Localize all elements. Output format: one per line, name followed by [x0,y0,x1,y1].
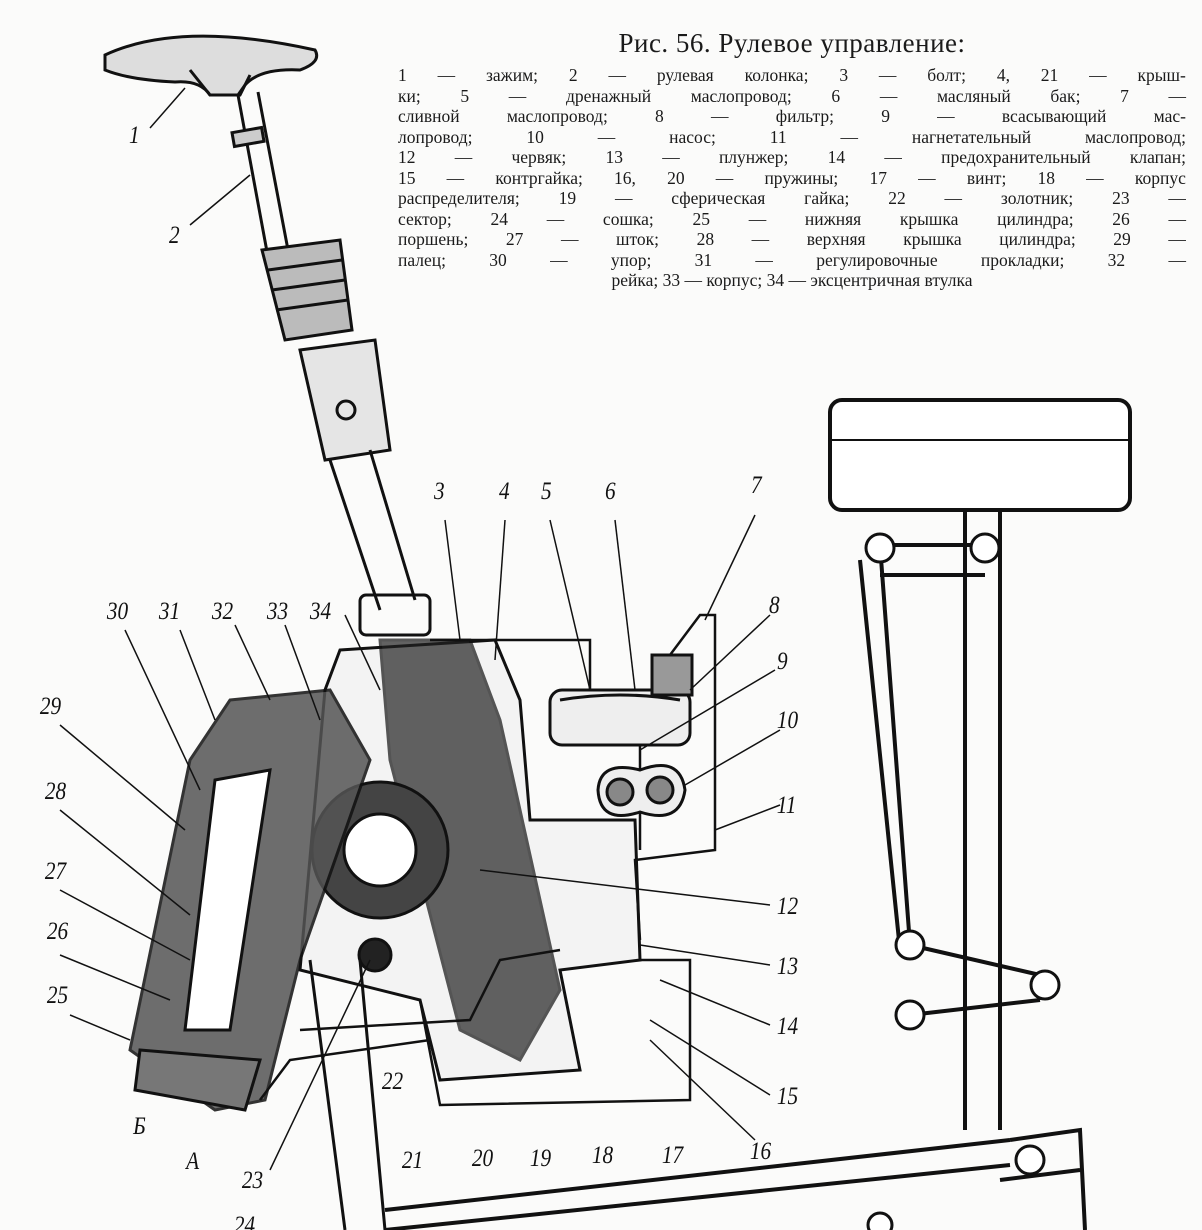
part-label: 27 [44,858,67,885]
part-label: Б [133,1113,146,1140]
part-label: 3 [433,478,445,505]
part-label: 2 [168,222,180,249]
caption-line: 15—контргайка;16,20—пружины;17—винт;18—к… [398,167,1186,188]
part-label: А [186,1148,200,1175]
part-label: 1 [128,122,140,149]
part-label: 20 [471,1145,494,1172]
leader-lines [59,87,781,1171]
part-label: 17 [661,1142,684,1169]
part-label: 29 [39,693,62,720]
figure-caption: Рис. 56. Рулевое управление: 1—зажим;2—р… [398,28,1186,291]
part-label: 23 [241,1167,264,1194]
front-wheel-linkage [384,398,1132,1230]
part-label: 6 [604,478,616,505]
pitman-arm [308,959,387,1230]
part-label: 22 [381,1068,404,1095]
part-label: 25 [46,982,69,1009]
part-label: 32 [211,598,234,625]
part-label: 26 [46,918,69,945]
part-label: 5 [540,478,552,505]
part-label: 24 [233,1212,256,1230]
pump [596,764,687,817]
part-label: 10 [776,707,799,734]
part-label: 7 [750,472,762,499]
part-label: 16 [749,1138,772,1165]
part-label: 13 [776,953,799,980]
part-label: 31 [158,598,181,625]
part-label: 15 [776,1083,799,1110]
part-label: 12 [776,893,799,920]
part-label: 33 [266,598,289,625]
caption-line: 12—червяк;13—плунжер;14—предохранительны… [398,147,1186,167]
steering-wheel [103,34,319,97]
oil-tank [548,653,694,747]
part-label: 30 [106,598,129,625]
part-label: 19 [529,1145,552,1172]
steering-column [230,91,432,637]
caption-line: рейка; 33 — корпус; 34 — эксцентричная в… [611,270,973,290]
caption-title: Рис. 56. Рулевое управление: [618,28,966,58]
part-label: 34 [309,598,332,625]
part-label: 9 [776,648,788,675]
part-label: 18 [591,1142,614,1169]
part-label: 21 [401,1147,424,1174]
part-label: 28 [44,778,67,805]
part-label: 11 [776,792,797,819]
part-label: 4 [498,478,510,505]
oil-lines [259,613,717,1107]
part-label: 14 [776,1013,799,1040]
gear-housing [128,638,642,1112]
part-label: 8 [768,592,780,619]
